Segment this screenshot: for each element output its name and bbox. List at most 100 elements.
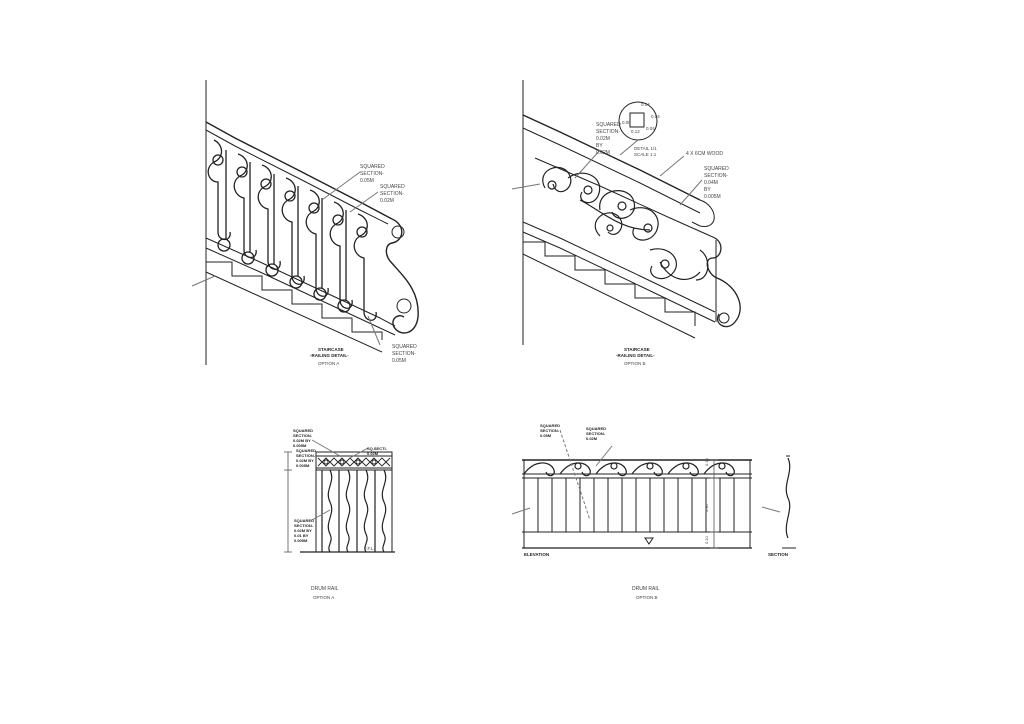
callout-text: 0.005M	[296, 463, 310, 468]
drawing-title: -RAILING DETAIL-	[616, 353, 655, 358]
bottom-rail-2	[205, 247, 396, 336]
drum-rail-option-a-labels: SQUARED SECTION- 0.02M BY 0.005M SQUARED…	[293, 428, 388, 600]
callout-leader	[574, 149, 601, 179]
detail-dimension: 0.04	[646, 126, 655, 131]
callout-text: SQUARED	[586, 426, 606, 431]
callout-text: SECTION-	[360, 171, 384, 177]
dimension-line	[710, 459, 718, 549]
callout-text: SECTION-	[293, 433, 313, 438]
callout-text: 0.05M	[360, 178, 374, 184]
callout-text: 0.04M	[704, 180, 718, 186]
level-leader	[511, 507, 531, 515]
wood-handrail-bottom	[522, 127, 701, 214]
drawing-option: OPTION A	[313, 595, 334, 600]
panel-top-rail	[534, 157, 716, 239]
scroll-frieze	[523, 462, 735, 477]
callout-text: 0.05M	[392, 358, 406, 364]
callout-text: SECTION-	[704, 173, 728, 179]
detail-dimension: 0.12	[631, 129, 640, 134]
stair-stringer	[522, 253, 696, 339]
callout-text: SECTION-	[392, 351, 416, 357]
callout-text: 0.02M BY	[293, 438, 311, 443]
callout-text: SECTION-	[540, 428, 560, 433]
callout-text: SQUARED	[296, 448, 316, 453]
elevation-label: ELEVATION	[524, 552, 549, 557]
wood-handrail-top	[522, 114, 701, 201]
callout-text: 0.02M	[596, 136, 610, 142]
callout-text: SECTION-	[586, 431, 606, 436]
handrail-end-cap	[691, 199, 715, 227]
stair-steps	[523, 241, 696, 326]
lower-rail	[522, 221, 716, 313]
callout-text: 0.005M	[293, 443, 307, 448]
drawing-title: -RAILING DETAIL-	[310, 353, 349, 358]
callout-text: SECTION-	[296, 453, 316, 458]
level-leader	[191, 275, 216, 287]
callout-text: 0.02M BY	[294, 528, 312, 533]
callout-text: SECTION-	[380, 191, 404, 197]
callout-text: SQUARED	[293, 428, 313, 433]
dimension-text: 0.10	[704, 457, 709, 466]
scroll-eye	[396, 298, 412, 314]
detail-section	[629, 112, 645, 128]
detail-title: DETAIL 1/1	[634, 146, 657, 151]
scroll-balusters	[207, 139, 377, 321]
callout-text: 0.02M	[380, 198, 394, 204]
detail-dimension: 0.04	[641, 102, 650, 107]
detail-dimension: 0.06	[622, 120, 631, 125]
callout-text: SECTION-	[294, 523, 314, 528]
staircase-option-a-drawing	[191, 80, 419, 365]
callout-text: 0.005M	[704, 194, 721, 200]
callout-leader	[311, 509, 331, 521]
callout-text: SQUARED	[294, 518, 314, 523]
staircase-option-a-labels: SQUARED SECTION- 0.05M SQUARED SECTION- …	[310, 164, 417, 366]
callout-leader	[311, 439, 341, 457]
drum-rail-option-b-drawing	[511, 429, 796, 549]
callout-text: SQUARED	[540, 423, 560, 428]
drum-rail-option-a-drawing	[284, 439, 395, 553]
callout-leader	[659, 155, 685, 177]
section-profile	[785, 457, 791, 539]
stair-steps	[206, 261, 383, 340]
drawing-title: STAIRCASE	[624, 347, 650, 352]
level-leader	[511, 183, 541, 190]
callout-text: SQUARED	[596, 122, 621, 128]
stair-stringer	[205, 271, 383, 353]
staircase-option-b-drawing	[511, 80, 741, 345]
section-label: SECTION	[768, 552, 788, 557]
callout-text: 0.02M	[596, 150, 610, 156]
detail-dimension: 0.04	[651, 114, 660, 119]
drawing-title: DRUM RAIL	[632, 586, 660, 592]
callout-leader	[367, 315, 381, 346]
callout-text: BY	[704, 187, 711, 193]
callout-text: 0.05M	[540, 433, 552, 438]
terminal-scroll	[385, 218, 419, 334]
callout-text: BY	[596, 143, 603, 149]
floor-level-label: F.F.L.	[364, 546, 375, 551]
terminal-scroll	[706, 237, 741, 328]
scroll-panel	[542, 166, 709, 281]
staircase-option-b-labels: 0.04 0.12 0.04 0.04 0.06 SQUARED SECTION…	[596, 102, 729, 366]
dimension-text: 0.10	[704, 535, 709, 544]
section-leader	[761, 506, 781, 513]
dimension-text: 0.90	[704, 503, 709, 512]
drawing-option: OPTION A	[318, 361, 339, 366]
callout-text: SQUARED	[360, 164, 385, 170]
lower-rail-2	[522, 231, 716, 323]
drawing-title: STAIRCASE	[318, 347, 344, 352]
callout-leader	[679, 179, 703, 206]
callout-text: SQ.SECTI-	[367, 446, 388, 451]
dimension-line	[284, 451, 292, 553]
vertical-pickets	[523, 460, 751, 548]
callout-leader	[595, 445, 613, 467]
callout-text: 0.02M	[586, 436, 598, 441]
callout-text: 4 X 6CM WOOD	[686, 151, 723, 157]
floor-marker	[644, 537, 654, 545]
handrail	[205, 121, 393, 220]
scroll-eye	[718, 312, 730, 324]
band-ornament	[317, 457, 391, 467]
scroll-eye	[391, 225, 405, 239]
callout-text: 0.01 BY	[294, 533, 309, 538]
callout-text: 0.005M	[294, 538, 308, 543]
